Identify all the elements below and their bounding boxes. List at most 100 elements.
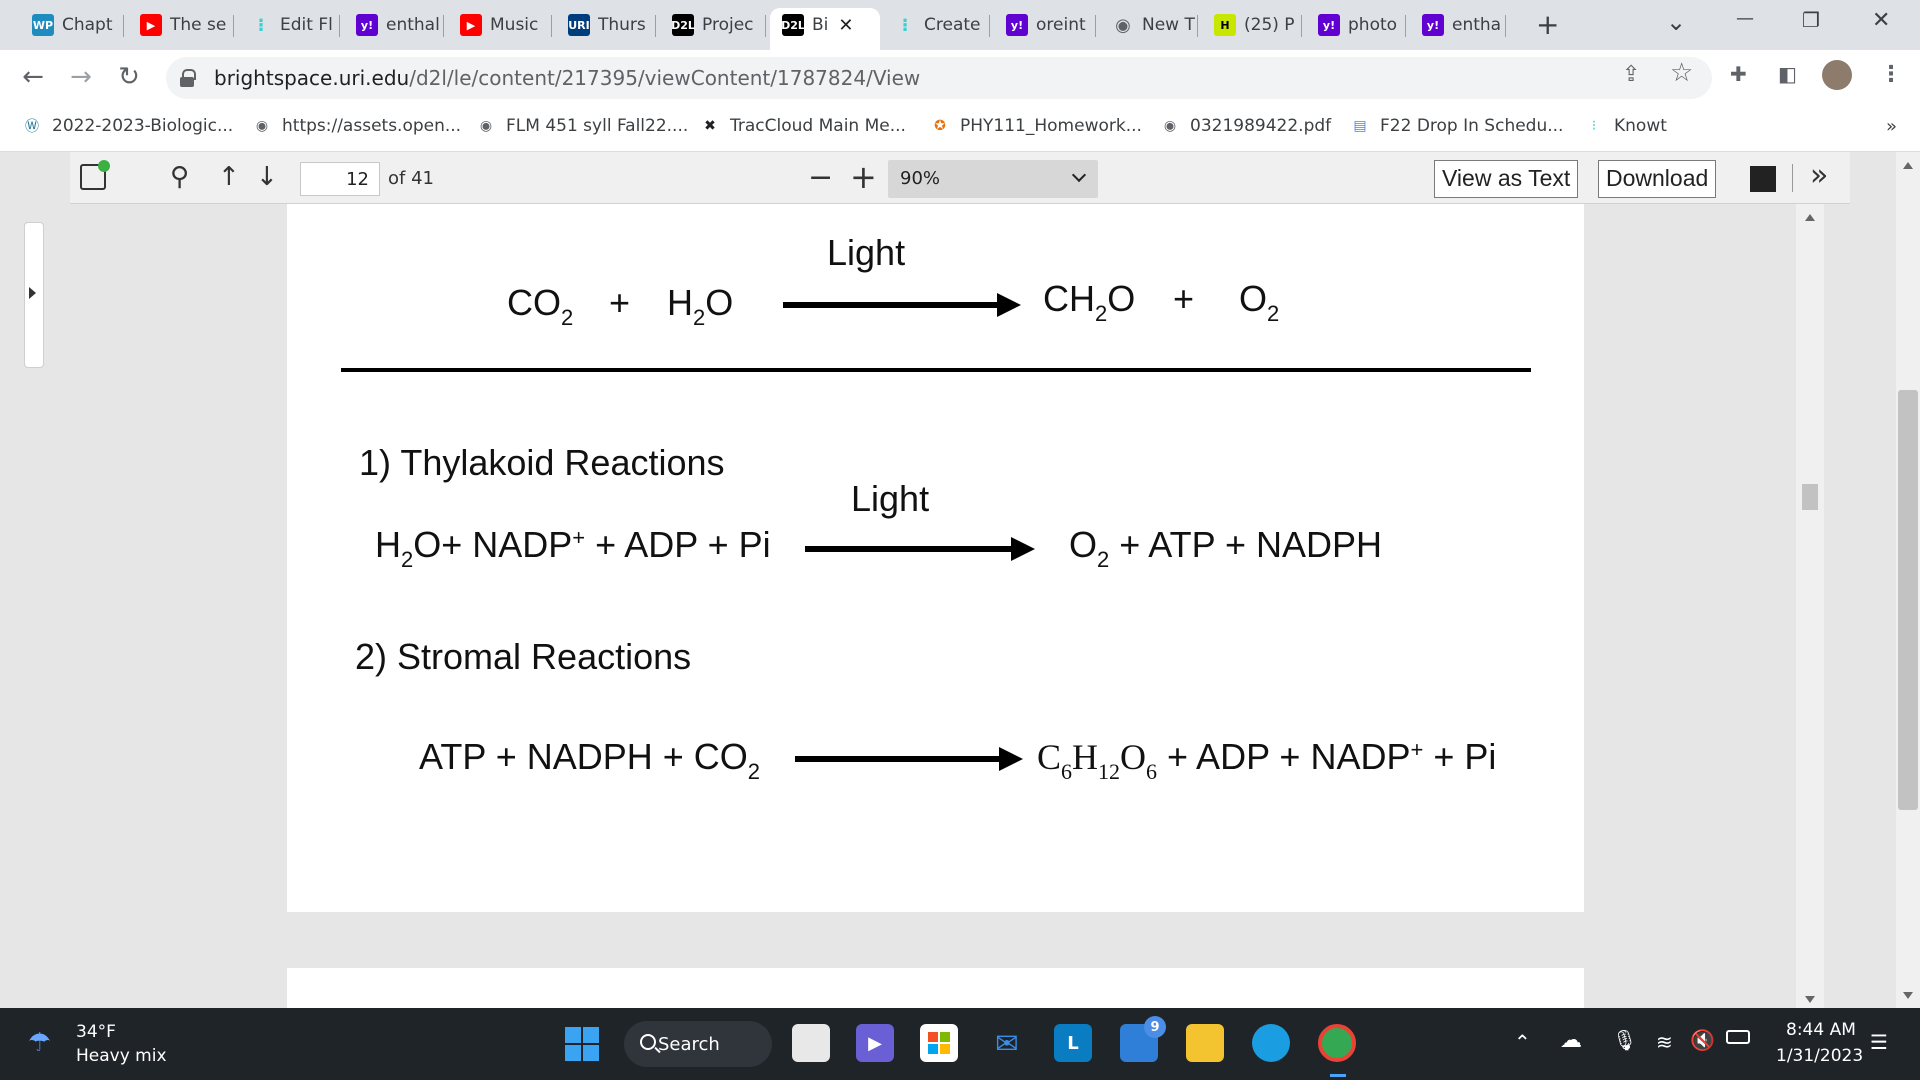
thylakoid-products: O2 + ATP + NADPH [1069, 524, 1383, 572]
taskbar-search[interactable]: Search [624, 1021, 772, 1067]
task-view-icon[interactable] [792, 1024, 830, 1062]
clock-date[interactable]: 1/31/2023 [1776, 1046, 1864, 1066]
tab-13[interactable]: y!entha [1410, 8, 1506, 42]
sidebar-toggle[interactable] [24, 222, 44, 368]
next-page-icon[interactable]: ↓ [256, 162, 278, 192]
tab-9[interactable]: y!oreint [994, 8, 1096, 42]
close-tab-icon[interactable]: ✕ [838, 14, 854, 36]
tab-1[interactable]: ▶The se [128, 8, 234, 42]
tab-2[interactable]: ⁝Edit Fl [238, 8, 340, 42]
tab-title: Create [924, 15, 981, 35]
close-window-icon[interactable]: ✕ [1872, 8, 1891, 33]
back-icon[interactable]: ← [22, 62, 44, 92]
tab-search-icon[interactable]: ⌄ [1666, 8, 1687, 36]
chrome-icon[interactable] [1318, 1024, 1356, 1062]
thylakoid-reactants: H2O+ NADP+ + ADP + Pi [375, 524, 771, 572]
menu-kebab-icon[interactable]: ⋮ [1880, 62, 1902, 87]
uri-icon: URI [568, 14, 590, 36]
zoom-in-icon[interactable]: + [850, 158, 877, 196]
search-icon[interactable]: ⚲ [170, 162, 190, 192]
new-tab-icon[interactable]: + [1536, 8, 1560, 41]
bookmark-item[interactable]: ✖TracCloud Main Me... [700, 116, 906, 136]
stop-icon[interactable] [1750, 166, 1776, 192]
outlook-icon[interactable]: 9 [1120, 1016, 1166, 1062]
teams-icon[interactable]: ▶ [856, 1024, 894, 1062]
phy-icon: ✪ [934, 118, 946, 134]
scroll-up-icon[interactable] [1805, 214, 1815, 221]
globe-icon: ◉ [255, 118, 269, 134]
forward-icon[interactable]: → [70, 62, 92, 92]
divider-line [341, 368, 1531, 372]
download-button[interactable]: Download [1598, 160, 1717, 198]
bookmark-item[interactable]: ▤F22 Drop In Schedu... [1350, 116, 1563, 136]
product-o2: O2 [1239, 278, 1280, 326]
traccloud-icon: ✖ [704, 118, 716, 134]
extensions-icon[interactable]: ✚ [1730, 62, 1747, 86]
notifications-icon[interactable]: ☰ [1870, 1030, 1888, 1054]
zoom-out-icon[interactable]: − [808, 160, 834, 195]
edge-icon[interactable] [1252, 1024, 1290, 1062]
sidebar-icon[interactable] [80, 160, 110, 190]
previous-page-icon[interactable]: ↑ [218, 162, 240, 192]
bookmark-star-icon[interactable]: ☆ [1670, 58, 1694, 88]
h-icon: H [1214, 14, 1236, 36]
weather-icon[interactable]: ☂ [28, 1028, 52, 1058]
restore-icon[interactable]: ❐ [1802, 8, 1820, 32]
more-bookmarks-icon[interactable]: » [1886, 116, 1898, 137]
scroll-down-icon[interactable] [1903, 992, 1913, 999]
show-hidden-icons[interactable]: ⌃ [1514, 1030, 1531, 1054]
wifi-icon[interactable]: ≋ [1656, 1030, 1673, 1054]
scroll-up-icon[interactable] [1903, 162, 1913, 169]
thylakoid-arrow [805, 537, 1035, 561]
share-icon[interactable]: ⇪ [1622, 62, 1641, 87]
scroll-down-icon[interactable] [1805, 996, 1815, 1003]
l-app-icon[interactable]: L [1054, 1024, 1092, 1062]
microphone-icon[interactable]: 🎙 [1612, 1028, 1638, 1052]
minimize-icon[interactable]: — [1736, 8, 1754, 29]
page-number-input[interactable]: 12 [300, 162, 380, 196]
page-scroll-thumb[interactable] [1898, 390, 1918, 810]
reactant-h2o: H2O [667, 282, 734, 330]
start-icon[interactable] [564, 1026, 600, 1062]
tab-4[interactable]: ▶Music [448, 8, 552, 42]
yahoo-icon: y! [1318, 14, 1340, 36]
zoom-value: 90% [900, 168, 941, 189]
address-bar[interactable]: brightspace.uri.edu/d2l/le/content/21739… [166, 57, 1712, 99]
volume-muted-icon[interactable]: 🔇 [1690, 1028, 1715, 1052]
bookmark-item[interactable]: ◉https://assets.open... [252, 116, 461, 136]
page-scrollbar[interactable] [1896, 152, 1920, 1008]
pdf-scroll-thumb[interactable] [1802, 484, 1818, 510]
tab-11[interactable]: H(25) P [1202, 8, 1302, 42]
battery-icon[interactable] [1726, 1030, 1750, 1044]
bookmark-item[interactable]: ⁝Knowt [1584, 116, 1667, 136]
view-as-text-button[interactable]: View as Text [1434, 160, 1579, 198]
zoom-select[interactable]: 90% [888, 160, 1098, 198]
side-panel-icon[interactable]: ◧ [1778, 62, 1797, 86]
tab-8[interactable]: ⁝Create [882, 8, 990, 42]
onedrive-icon[interactable]: ☁ [1560, 1028, 1582, 1053]
weather-condition[interactable]: Heavy mix [76, 1046, 167, 1066]
tab-10[interactable]: ◉New T [1100, 8, 1198, 42]
bookmark-item[interactable]: ✪PHY111_Homework... [930, 116, 1142, 136]
more-tools-icon[interactable]: » [1810, 158, 1829, 193]
tab-3[interactable]: y! enthal [344, 8, 444, 42]
tab-12[interactable]: y!photo [1306, 8, 1406, 42]
yahoo-icon: y! [356, 14, 378, 36]
pdf-scrollbar[interactable] [1796, 204, 1824, 1008]
weather-temp[interactable]: 34°F [76, 1022, 116, 1042]
mail-icon[interactable]: ✉ [995, 1026, 1019, 1060]
clock-time[interactable]: 8:44 AM [1786, 1020, 1856, 1040]
bookmark-item[interactable]: ◉0321989422.pdf [1160, 116, 1331, 136]
store-icon[interactable] [920, 1024, 958, 1062]
tab-title: enthal [386, 15, 440, 35]
file-explorer-icon[interactable] [1186, 1024, 1224, 1062]
bookmark-item[interactable]: ◉FLM 451 syll Fall22.... [476, 116, 688, 136]
profile-avatar[interactable] [1822, 60, 1852, 90]
chevron-down-icon [1071, 167, 1087, 183]
reload-icon[interactable]: ↻ [118, 62, 140, 92]
